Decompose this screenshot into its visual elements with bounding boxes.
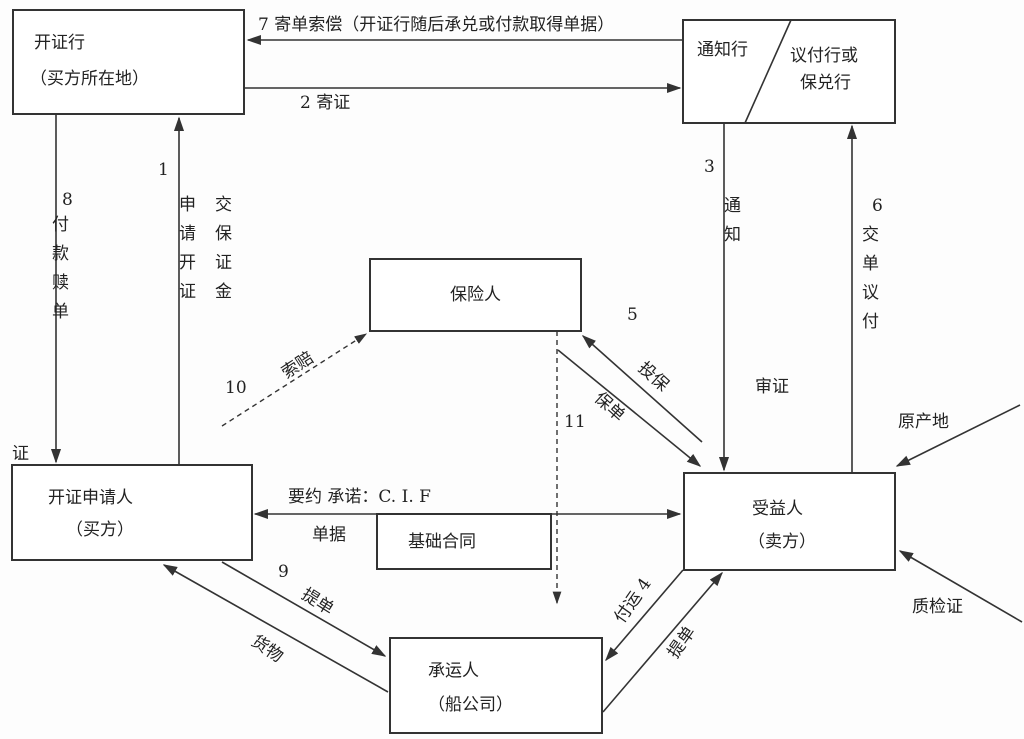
edge-5-number: 5 <box>627 305 638 325</box>
edge-goods-label: 货物 <box>247 631 286 667</box>
edge-origin-label: 原产地 <box>898 412 949 432</box>
edge-5: 5 投保 <box>581 305 703 443</box>
edge-6: 6 交单议付 <box>846 124 883 473</box>
advising-bank-node: 通知行 议付行或 保兑行 <box>682 19 896 124</box>
edge-8-number: 8 <box>62 190 73 210</box>
edge-10-label: 索赔 <box>278 348 317 383</box>
carrier-sublabel: （船公司） <box>428 695 513 715</box>
edge-7-label: 7 寄单索偿（开证行随后承兑或付款取得单据） <box>258 15 614 35</box>
edge-2-label: 2 寄证 <box>300 93 350 113</box>
edge-docs-label: 单据 <box>312 525 346 545</box>
edge-8: 8 付款赎单 证 <box>12 114 73 464</box>
edge-3-number: 3 <box>704 157 715 177</box>
edge-3: 3 通知 审证 <box>704 123 789 472</box>
edge-1: 1 申请开证 交保证金 <box>158 116 232 465</box>
contract-label: 基础合同 <box>408 532 476 552</box>
issuing-bank-sublabel: （买方所在地） <box>30 69 149 89</box>
edge-origin: 原产地 <box>895 404 1021 467</box>
edge-goods: 货物 <box>162 564 389 693</box>
issuing-bank-label: 开证行 <box>34 33 85 53</box>
carrier-node: 承运人 （船公司） <box>389 637 603 734</box>
insurer-label: 保险人 <box>450 285 501 305</box>
edge-10-number: 10 <box>225 378 247 398</box>
edge-policy: 保单 <box>557 349 702 467</box>
beneficiary-sublabel: （卖方） <box>748 532 816 552</box>
applicant-sublabel: （买方） <box>66 520 134 540</box>
edge-7: 7 寄单索偿（开证行随后承兑或付款取得单据） <box>246 15 683 46</box>
edge-5-label: 投保 <box>634 358 673 396</box>
edge-inspection: 质检证 <box>898 550 1023 623</box>
edge-1-label-a: 申请开证 <box>175 195 196 311</box>
applicant-label: 开证申请人 <box>48 488 133 508</box>
edge-2: 2 寄证 <box>244 82 682 113</box>
edge-4-label: 付运 4 <box>611 574 656 627</box>
edge-1-label-b: 交保证金 <box>211 195 232 311</box>
edge-policy-label: 保单 <box>590 388 629 426</box>
applicant-node: 开证申请人 （买方） <box>11 464 253 561</box>
advising-bank-label: 通知行 <box>697 40 748 60</box>
node-divider <box>744 19 792 124</box>
edge-6-number: 6 <box>872 196 883 216</box>
edge-3-label-2: 审证 <box>755 377 789 397</box>
edge-6-label: 交单议付 <box>858 225 879 341</box>
beneficiary-label: 受益人 <box>752 499 803 519</box>
edge-11-number: 11 <box>564 412 586 432</box>
edge-offer-label: 要约 承诺：C. I. F <box>288 487 431 507</box>
edge-9: 9 提单 <box>221 561 387 657</box>
edge-11: 11 <box>552 331 586 605</box>
carrier-label: 承运人 <box>428 661 479 681</box>
edge-1-number: 1 <box>158 160 169 180</box>
edge-10: 10 索赔 <box>221 333 368 427</box>
edge-9-label: 提单 <box>298 585 337 620</box>
confirming-bank-label: 保兑行 <box>800 73 851 93</box>
stray-char: 证 <box>12 444 29 464</box>
edge-bl-right-label: 提单 <box>664 623 700 662</box>
insurer-node: 保险人 <box>369 258 582 332</box>
negotiating-bank-label: 议付行或 <box>790 46 858 66</box>
issuing-bank-node: 开证行 （买方所在地） <box>12 9 245 115</box>
beneficiary-node: 受益人 （卖方） <box>683 472 896 571</box>
edge-9-number: 9 <box>278 562 289 582</box>
edge-3-label: 通知 <box>720 196 741 254</box>
contract-node: 基础合同 <box>376 513 552 570</box>
edge-offer: 要约 承诺：C. I. F 单据 <box>253 487 682 545</box>
edge-inspection-label: 质检证 <box>912 597 963 617</box>
edge-8-label: 付款赎单 <box>48 215 69 331</box>
